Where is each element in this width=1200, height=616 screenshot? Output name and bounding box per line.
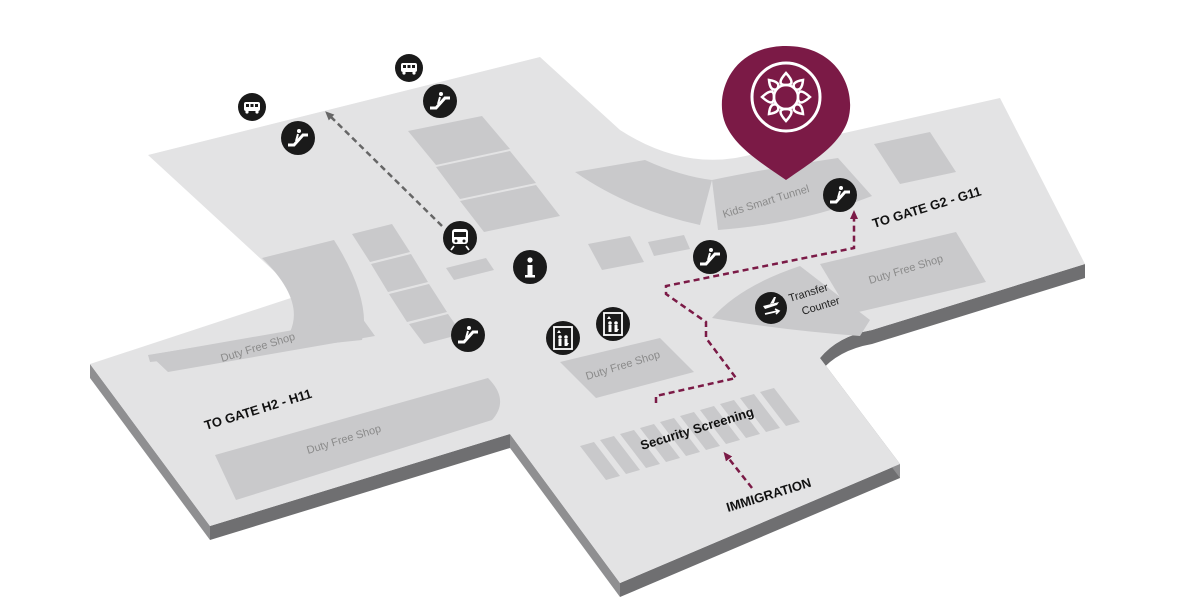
route-from-immigration	[723, 451, 753, 489]
shop-small	[446, 258, 494, 280]
shop-stack-4	[409, 314, 462, 344]
shop-grid-3	[460, 185, 560, 232]
kids-smart-tunnel-zone	[712, 158, 872, 230]
escalator-icon[interactable]	[423, 84, 457, 118]
security-lanes	[580, 388, 800, 480]
escalator-icon[interactable]	[281, 121, 315, 155]
shop-mid-1	[588, 236, 644, 270]
bus-icon[interactable]	[238, 93, 266, 121]
shop-stack-3	[389, 284, 447, 322]
shop-stack-2	[371, 254, 428, 292]
train-icon[interactable]	[443, 221, 477, 255]
shop-grid-2	[436, 151, 536, 199]
shop-duty-free-left	[150, 318, 375, 372]
elevator-icon[interactable]	[596, 307, 630, 341]
elevator-icon[interactable]	[546, 321, 580, 355]
information-icon[interactable]	[513, 250, 547, 284]
routes	[325, 111, 858, 489]
shop-duty-free-bottom	[215, 378, 501, 500]
transfer-counter-icon[interactable]	[755, 292, 787, 324]
location-pin-icon[interactable]	[721, 46, 851, 180]
shop-grid-1	[408, 116, 510, 165]
shop-mid-2	[648, 235, 690, 256]
shop-stack-1	[352, 224, 410, 262]
transfer-counter-zone	[712, 266, 870, 336]
escalator-icon[interactable]	[451, 318, 485, 352]
route-to-gate-g	[654, 210, 858, 403]
shop-blocks	[148, 116, 986, 500]
map-icons	[238, 46, 857, 355]
shop-duty-free-center	[560, 338, 694, 398]
bus-icon[interactable]	[395, 54, 423, 82]
shop-curved-top	[575, 160, 712, 225]
shop-duty-free-right	[820, 232, 986, 314]
escalator-icon[interactable]	[693, 240, 727, 274]
escalator-icon[interactable]	[823, 178, 857, 212]
shop-top-right	[874, 132, 956, 184]
route-to-train	[325, 111, 443, 227]
